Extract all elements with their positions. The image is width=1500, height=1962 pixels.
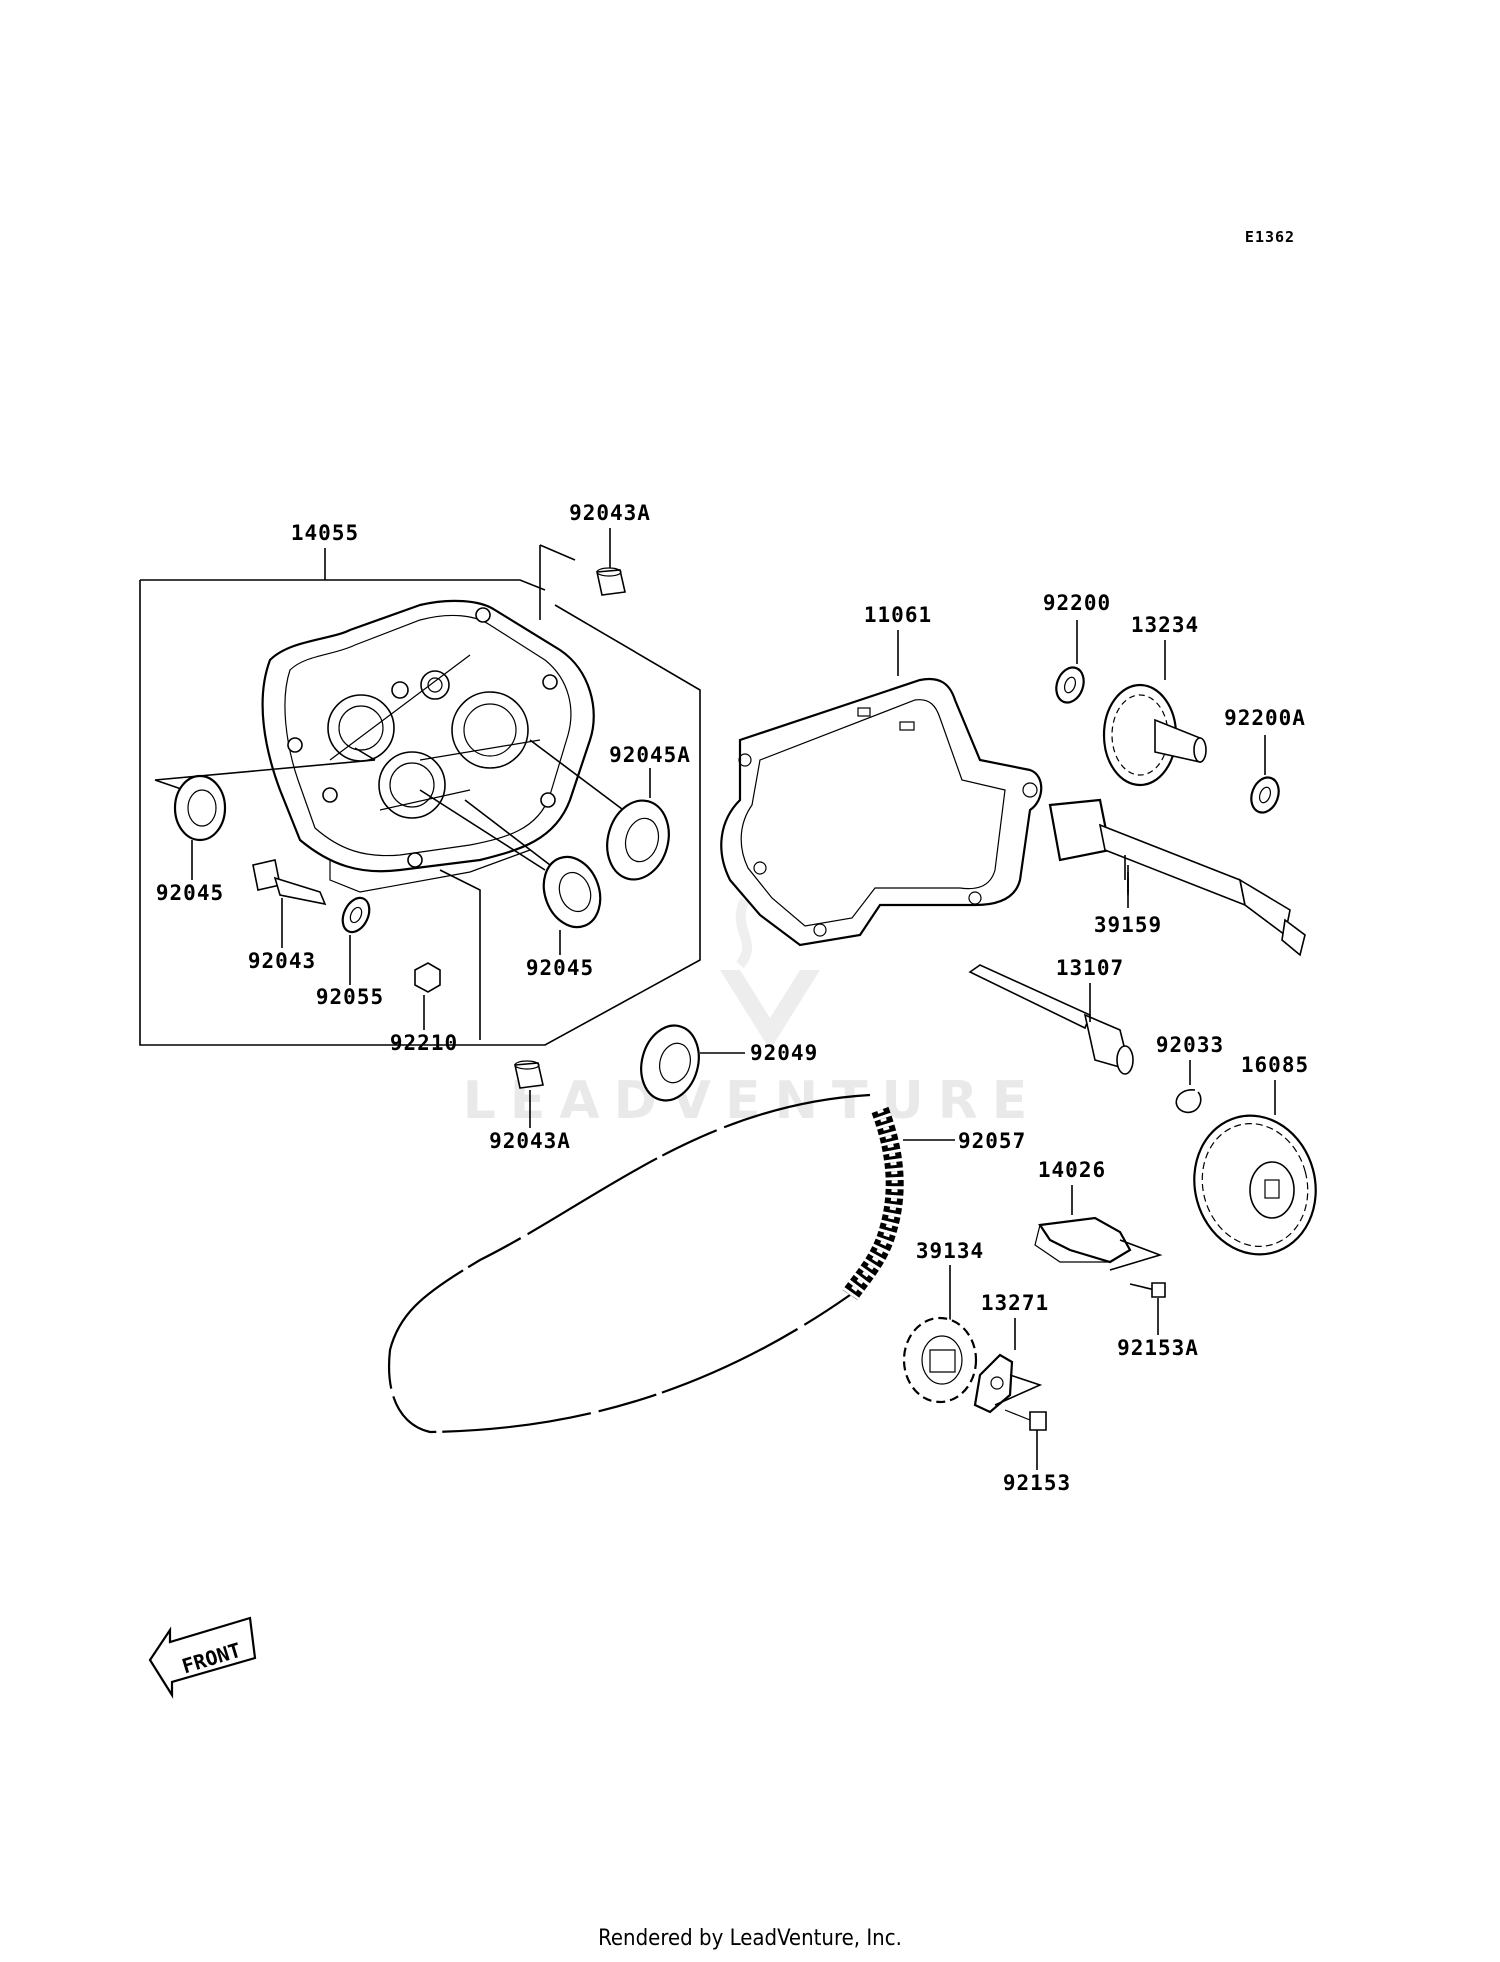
bearing-92045-right[interactable]: [419, 789, 610, 955]
cover-14055[interactable]: [261, 599, 595, 893]
label-13234[interactable]: 13234: [1131, 613, 1199, 637]
shaft-13107[interactable]: [968, 964, 1134, 1075]
gear-16085[interactable]: [1179, 1080, 1331, 1268]
circlip-92033[interactable]: [1175, 1060, 1202, 1114]
bearing-92045A[interactable]: [529, 739, 677, 886]
label-92057[interactable]: 92057: [958, 1129, 1026, 1153]
label-92043A-top[interactable]: 92043A: [569, 501, 651, 525]
label-16085[interactable]: 16085: [1241, 1053, 1309, 1077]
label-92043[interactable]: 92043: [248, 949, 316, 973]
label-92045A[interactable]: 92045A: [609, 743, 691, 767]
front-arrow-icon: FRONT: [148, 1616, 257, 1699]
label-92049[interactable]: 92049: [750, 1041, 818, 1065]
group-box-14055: [139, 548, 701, 1046]
label-92200A[interactable]: 92200A: [1224, 706, 1306, 730]
bolt-92043[interactable]: [252, 859, 327, 948]
label-39159[interactable]: 39159: [1094, 913, 1162, 937]
label-92045-right[interactable]: 92045: [526, 956, 594, 980]
label-92153A[interactable]: 92153A: [1117, 1336, 1199, 1360]
watermark-text: LEADVENTURE: [463, 1071, 1042, 1131]
guide-14026[interactable]: [1034, 1185, 1163, 1271]
bearing-92049[interactable]: [633, 1019, 745, 1107]
label-13107[interactable]: 13107: [1056, 956, 1124, 980]
shaft-39159[interactable]: [1048, 798, 1306, 957]
label-11061[interactable]: 11061: [864, 603, 932, 627]
diagram-code: E1362: [1245, 228, 1295, 246]
label-92043A-bottom[interactable]: 92043A: [489, 1129, 571, 1153]
label-14055[interactable]: 14055: [291, 521, 359, 545]
gasket-11061[interactable]: [720, 630, 1043, 947]
bearing-92045-left[interactable]: [154, 747, 376, 880]
label-39134[interactable]: 39134: [916, 1239, 984, 1263]
label-92045-left[interactable]: 92045: [156, 881, 224, 905]
gear-13234[interactable]: [1102, 640, 1207, 787]
label-92055[interactable]: 92055: [316, 985, 384, 1009]
label-92200[interactable]: 92200: [1043, 591, 1111, 615]
label-92210[interactable]: 92210: [390, 1031, 458, 1055]
sprocket-39134[interactable]: [902, 1265, 978, 1404]
chain-92057[interactable]: [388, 1093, 955, 1434]
bolt-92153[interactable]: [1004, 1409, 1047, 1470]
washer-92200[interactable]: [1052, 620, 1089, 706]
nut-92210[interactable]: [414, 962, 441, 1030]
label-92153[interactable]: 92153: [1003, 1471, 1071, 1495]
footer-credit: Rendered by LeadVenture, Inc.: [598, 1926, 902, 1951]
bolt-92153A[interactable]: [1129, 1282, 1166, 1335]
washer-92200A[interactable]: [1247, 735, 1284, 816]
label-14026[interactable]: 14026: [1038, 1158, 1106, 1182]
washer-92055[interactable]: [338, 894, 375, 985]
watermark-logo: [720, 897, 820, 1050]
label-92033[interactable]: 92033: [1156, 1033, 1224, 1057]
plate-13271[interactable]: [973, 1318, 1043, 1414]
dowel-92043A-top[interactable]: [539, 528, 626, 620]
label-13271[interactable]: 13271: [981, 1291, 1049, 1315]
dowel-92043A-bottom[interactable]: [439, 869, 544, 1128]
